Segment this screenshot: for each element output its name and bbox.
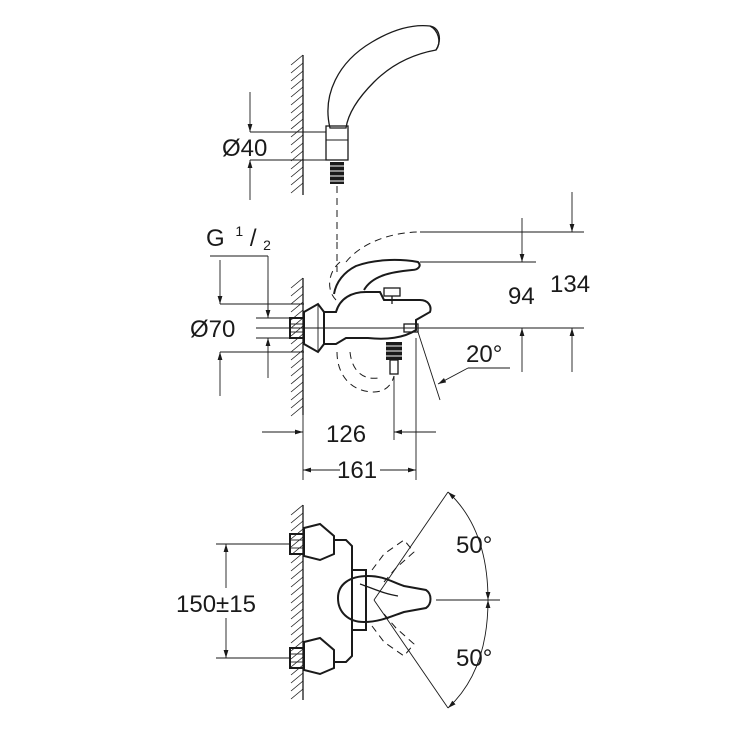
hatch-line xyxy=(290,158,304,170)
hatch-line xyxy=(290,600,304,612)
hatch-line xyxy=(290,94,304,106)
spout-angle-label: 20° xyxy=(466,341,502,368)
hose-diameter-label: Ø40 xyxy=(222,135,267,162)
hatch-line xyxy=(290,520,304,532)
hatch-line xyxy=(290,592,304,604)
hatch-line xyxy=(290,110,304,122)
hatch-line xyxy=(290,624,304,636)
upper-rosette xyxy=(303,522,335,562)
hand-shower xyxy=(327,24,441,129)
lever-rotation-down xyxy=(371,613,415,657)
hatch-line xyxy=(290,277,304,289)
shower-head-face xyxy=(429,25,440,51)
hatch-line xyxy=(290,568,304,580)
hatch-line xyxy=(290,381,304,393)
total-depth-label: 161 xyxy=(337,457,377,484)
hatch-line xyxy=(290,397,304,409)
hatch-line xyxy=(290,688,304,700)
arc-lower xyxy=(447,599,491,709)
lower-rosette xyxy=(303,636,335,676)
spout-depth-label: 126 xyxy=(326,421,366,448)
rotation-upper-label: 50° xyxy=(456,532,492,559)
mixer-body xyxy=(324,291,432,345)
hatch-line xyxy=(290,325,304,337)
hatch-line xyxy=(290,317,304,329)
thread-size-label: G 1 / 2 xyxy=(206,215,271,253)
hatch-line xyxy=(290,285,304,297)
hatch-line xyxy=(290,584,304,596)
hatch-line xyxy=(290,102,304,114)
hatch-line xyxy=(290,608,304,620)
mixer-front-view: 50° 50° 150±15 xyxy=(176,491,500,709)
hatch-line xyxy=(290,640,304,652)
wall-hatch-top xyxy=(290,54,304,194)
lever-height-label: 94 xyxy=(508,283,535,310)
hatch-line xyxy=(290,664,304,676)
hatch-line xyxy=(290,405,304,417)
hatch-line xyxy=(290,62,304,74)
hatch-line xyxy=(290,365,304,377)
hatch-line xyxy=(290,341,304,353)
shower-holder-view: Ø40 xyxy=(222,24,441,240)
hatch-line xyxy=(290,576,304,588)
front-body xyxy=(334,539,353,663)
hatch-line xyxy=(290,182,304,194)
hatch-line xyxy=(290,174,304,186)
upper-connector xyxy=(289,533,305,555)
hatch-line xyxy=(290,389,304,401)
hatch-line xyxy=(290,301,304,313)
arc-upper xyxy=(447,491,491,601)
hatch-line xyxy=(290,166,304,178)
hatch-line xyxy=(290,373,304,385)
hose-outlet xyxy=(386,342,402,375)
hatch-line xyxy=(290,86,304,98)
hatch-line xyxy=(290,357,304,369)
rotation-lower-label: 50° xyxy=(456,645,492,672)
center-distance-label: 150±15 xyxy=(176,591,256,618)
hatch-line xyxy=(290,150,304,162)
hatch-line xyxy=(290,512,304,524)
hatch-line xyxy=(290,504,304,516)
hose-thread xyxy=(330,162,344,184)
hatch-line xyxy=(290,78,304,90)
hatch-line xyxy=(290,118,304,130)
hatch-line xyxy=(290,560,304,572)
diverter-knob xyxy=(383,287,401,297)
hatch-line xyxy=(290,536,304,548)
hatch-line xyxy=(290,70,304,82)
mixer-lever xyxy=(333,258,421,295)
total-height-label: 134 xyxy=(550,271,590,298)
hatch-line xyxy=(290,54,304,66)
hose-curve xyxy=(336,242,395,393)
lever-travel xyxy=(345,231,421,263)
hatch-line xyxy=(290,134,304,146)
front-lever xyxy=(336,574,432,624)
hatch-line xyxy=(290,616,304,628)
holder-bracket xyxy=(325,125,349,161)
hatch-line xyxy=(290,672,304,684)
hatch-line xyxy=(290,142,304,154)
hatch-line xyxy=(290,632,304,644)
lever-rotation-up xyxy=(371,539,415,583)
hatch-line xyxy=(290,680,304,692)
body-diameter-label: Ø70 xyxy=(190,316,235,343)
wall-hatch-mid xyxy=(290,277,304,417)
hatch-line xyxy=(290,349,304,361)
dim-arrow-20deg xyxy=(437,367,469,385)
hatch-line xyxy=(290,293,304,305)
mixer-side-view: G 1 / 2 Ø70 94 134 20° 126 xyxy=(190,192,590,484)
